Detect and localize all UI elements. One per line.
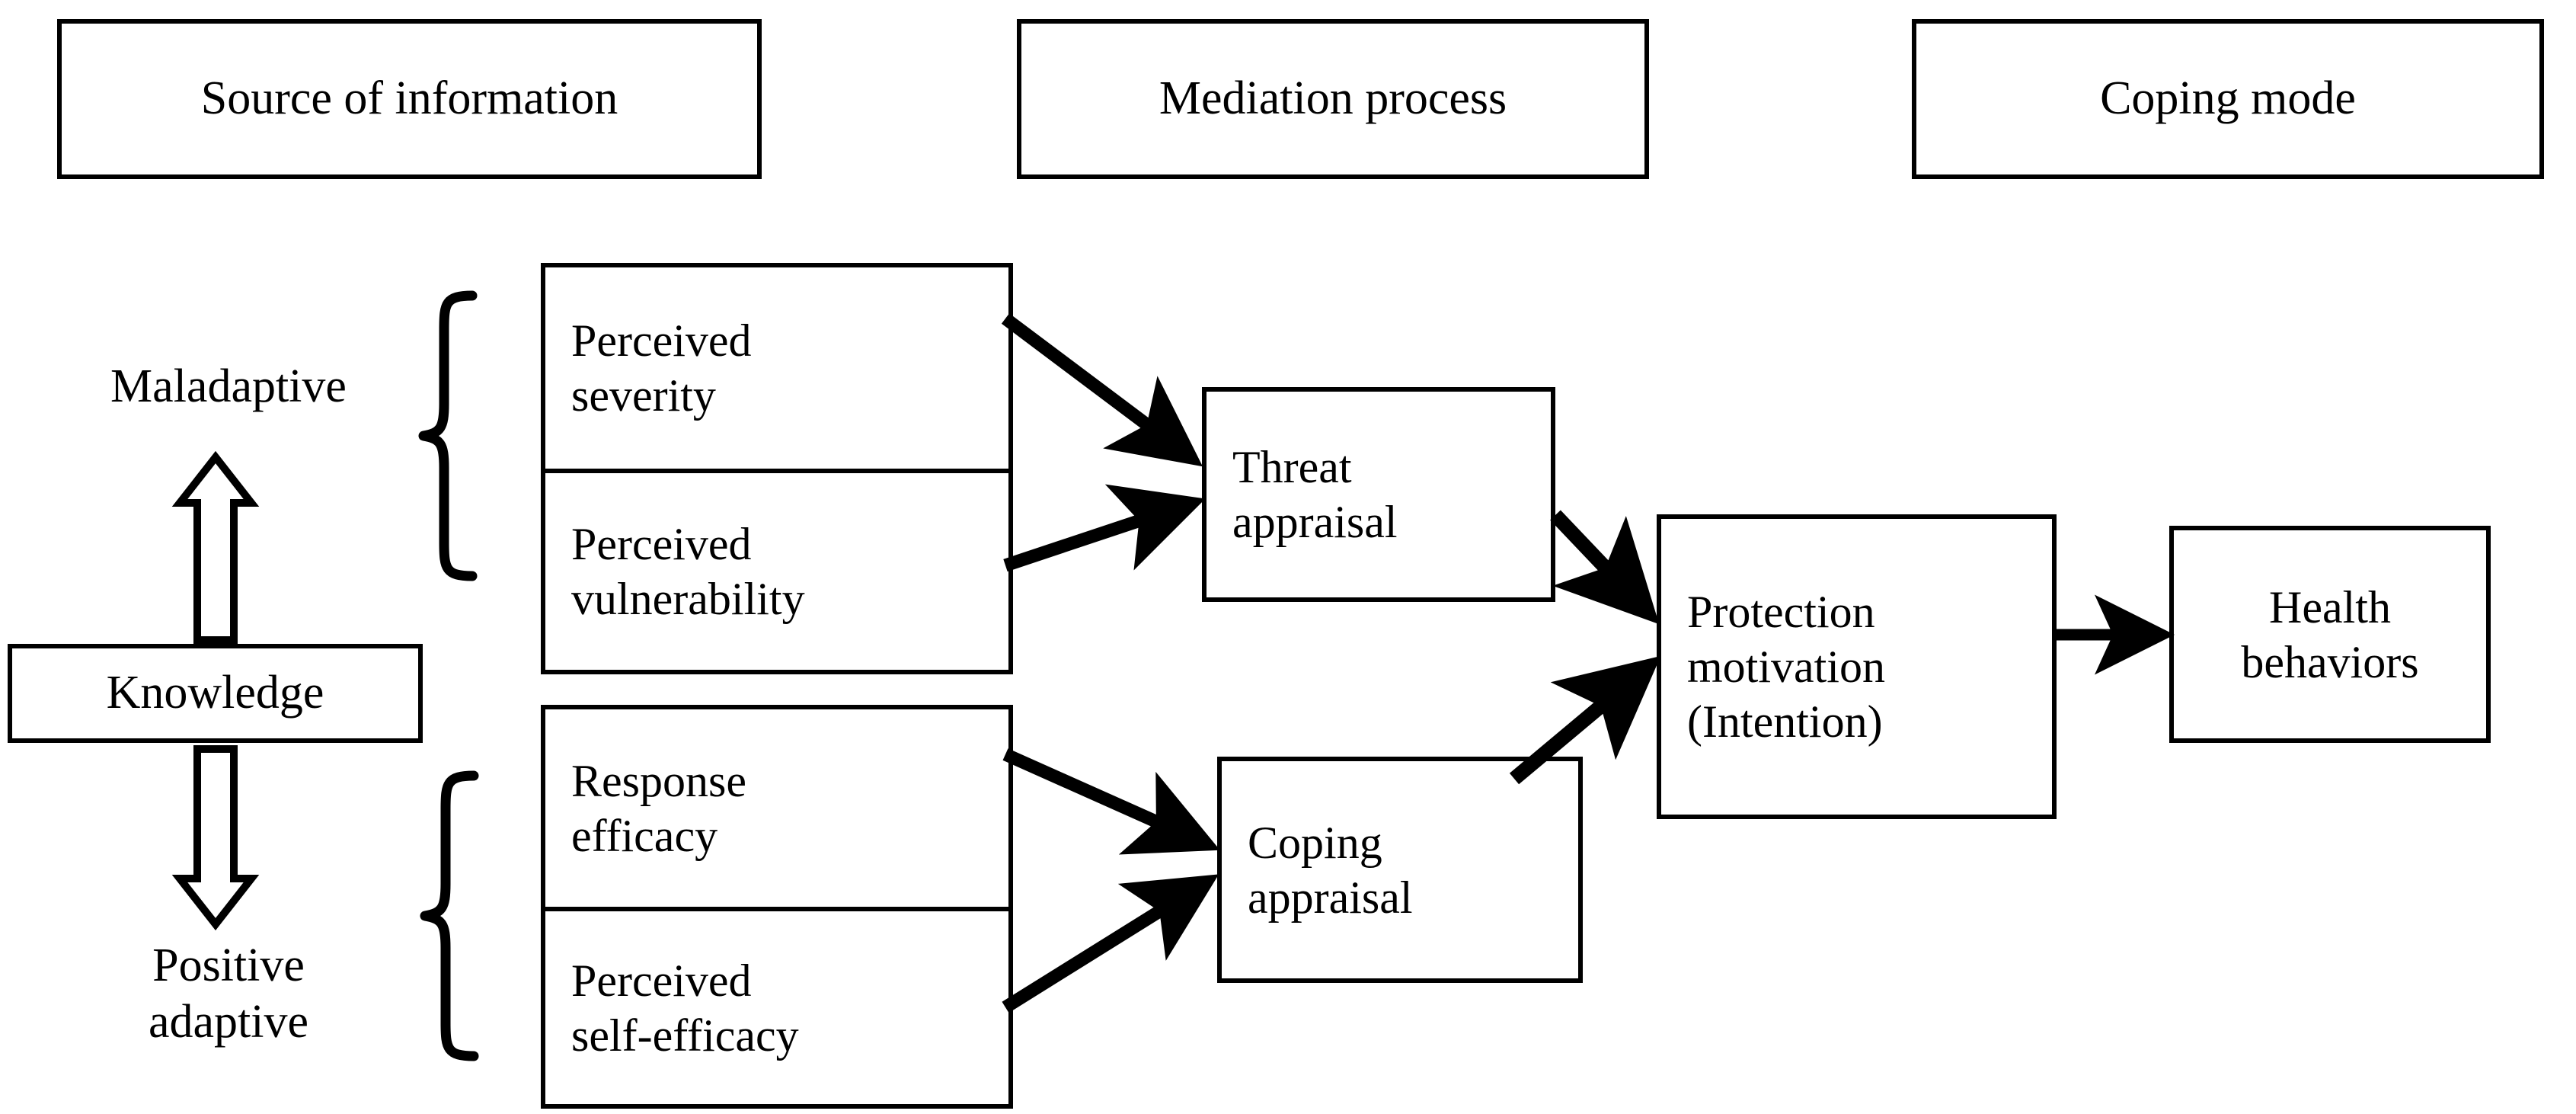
hollow-up-arrow-icon (171, 450, 260, 644)
threat-appraisal-label: Threat appraisal (1232, 442, 1398, 547)
positive-adaptive-label: Positive adaptive (148, 940, 308, 1048)
knowledge-label: Knowledge (106, 667, 324, 719)
coping-appraisal-box: Coping appraisal (1217, 757, 1583, 983)
adaptive-source-group: Response efficacy Perceived self-efficac… (541, 705, 1013, 1109)
perceived-vulnerability-label: Perceived vulnerability (571, 519, 805, 624)
health-behaviors-box: Health behaviors (2169, 526, 2491, 743)
perceived-severity-label: Perceived severity (571, 315, 752, 421)
maladaptive-source-group: Perceived severity Perceived vulnerabili… (541, 263, 1013, 674)
source-item-perceived-severity: Perceived severity (545, 267, 1008, 469)
header-label-coping-mode: Coping mode (2100, 72, 2356, 125)
edge-severity-to-threat (1001, 313, 1203, 467)
perceived-self-efficacy-label: Perceived self-efficacy (571, 955, 799, 1061)
edge-threat-to-protection (1550, 510, 1660, 625)
header-box-source-of-information: Source of information (57, 19, 762, 179)
maladaptive-label: Maladaptive (110, 360, 347, 412)
source-item-response-efficacy: Response efficacy (545, 709, 1008, 907)
header-box-mediation-process: Mediation process (1017, 19, 1649, 179)
hollow-down-arrow-icon (171, 745, 260, 931)
edge-response-efficacy-to-coping (1002, 748, 1220, 855)
response-efficacy-label: Response efficacy (571, 755, 746, 861)
header-label-source-of-information: Source of information (200, 72, 618, 125)
header-box-coping-mode: Coping mode (1912, 19, 2544, 179)
protection-motivation-label: Protection motivation (Intention) (1687, 587, 1885, 747)
brace-upper-icon (418, 290, 478, 581)
health-behaviors-label: Health behaviors (2241, 581, 2419, 687)
source-item-perceived-self-efficacy: Perceived self-efficacy (545, 907, 1008, 1104)
knowledge-box: Knowledge (8, 644, 423, 743)
header-label-mediation-process: Mediation process (1159, 72, 1507, 125)
edge-vulnerability-to-threat (1003, 484, 1206, 572)
threat-appraisal-box: Threat appraisal (1202, 387, 1555, 602)
edge-self-efficacy-to-coping (1002, 874, 1219, 1013)
coping-appraisal-label: Coping appraisal (1248, 817, 1413, 923)
source-item-perceived-vulnerability: Perceived vulnerability (545, 469, 1008, 670)
brace-lower-icon (420, 770, 479, 1061)
protection-motivation-box: Protection motivation (Intention) (1657, 514, 2057, 819)
